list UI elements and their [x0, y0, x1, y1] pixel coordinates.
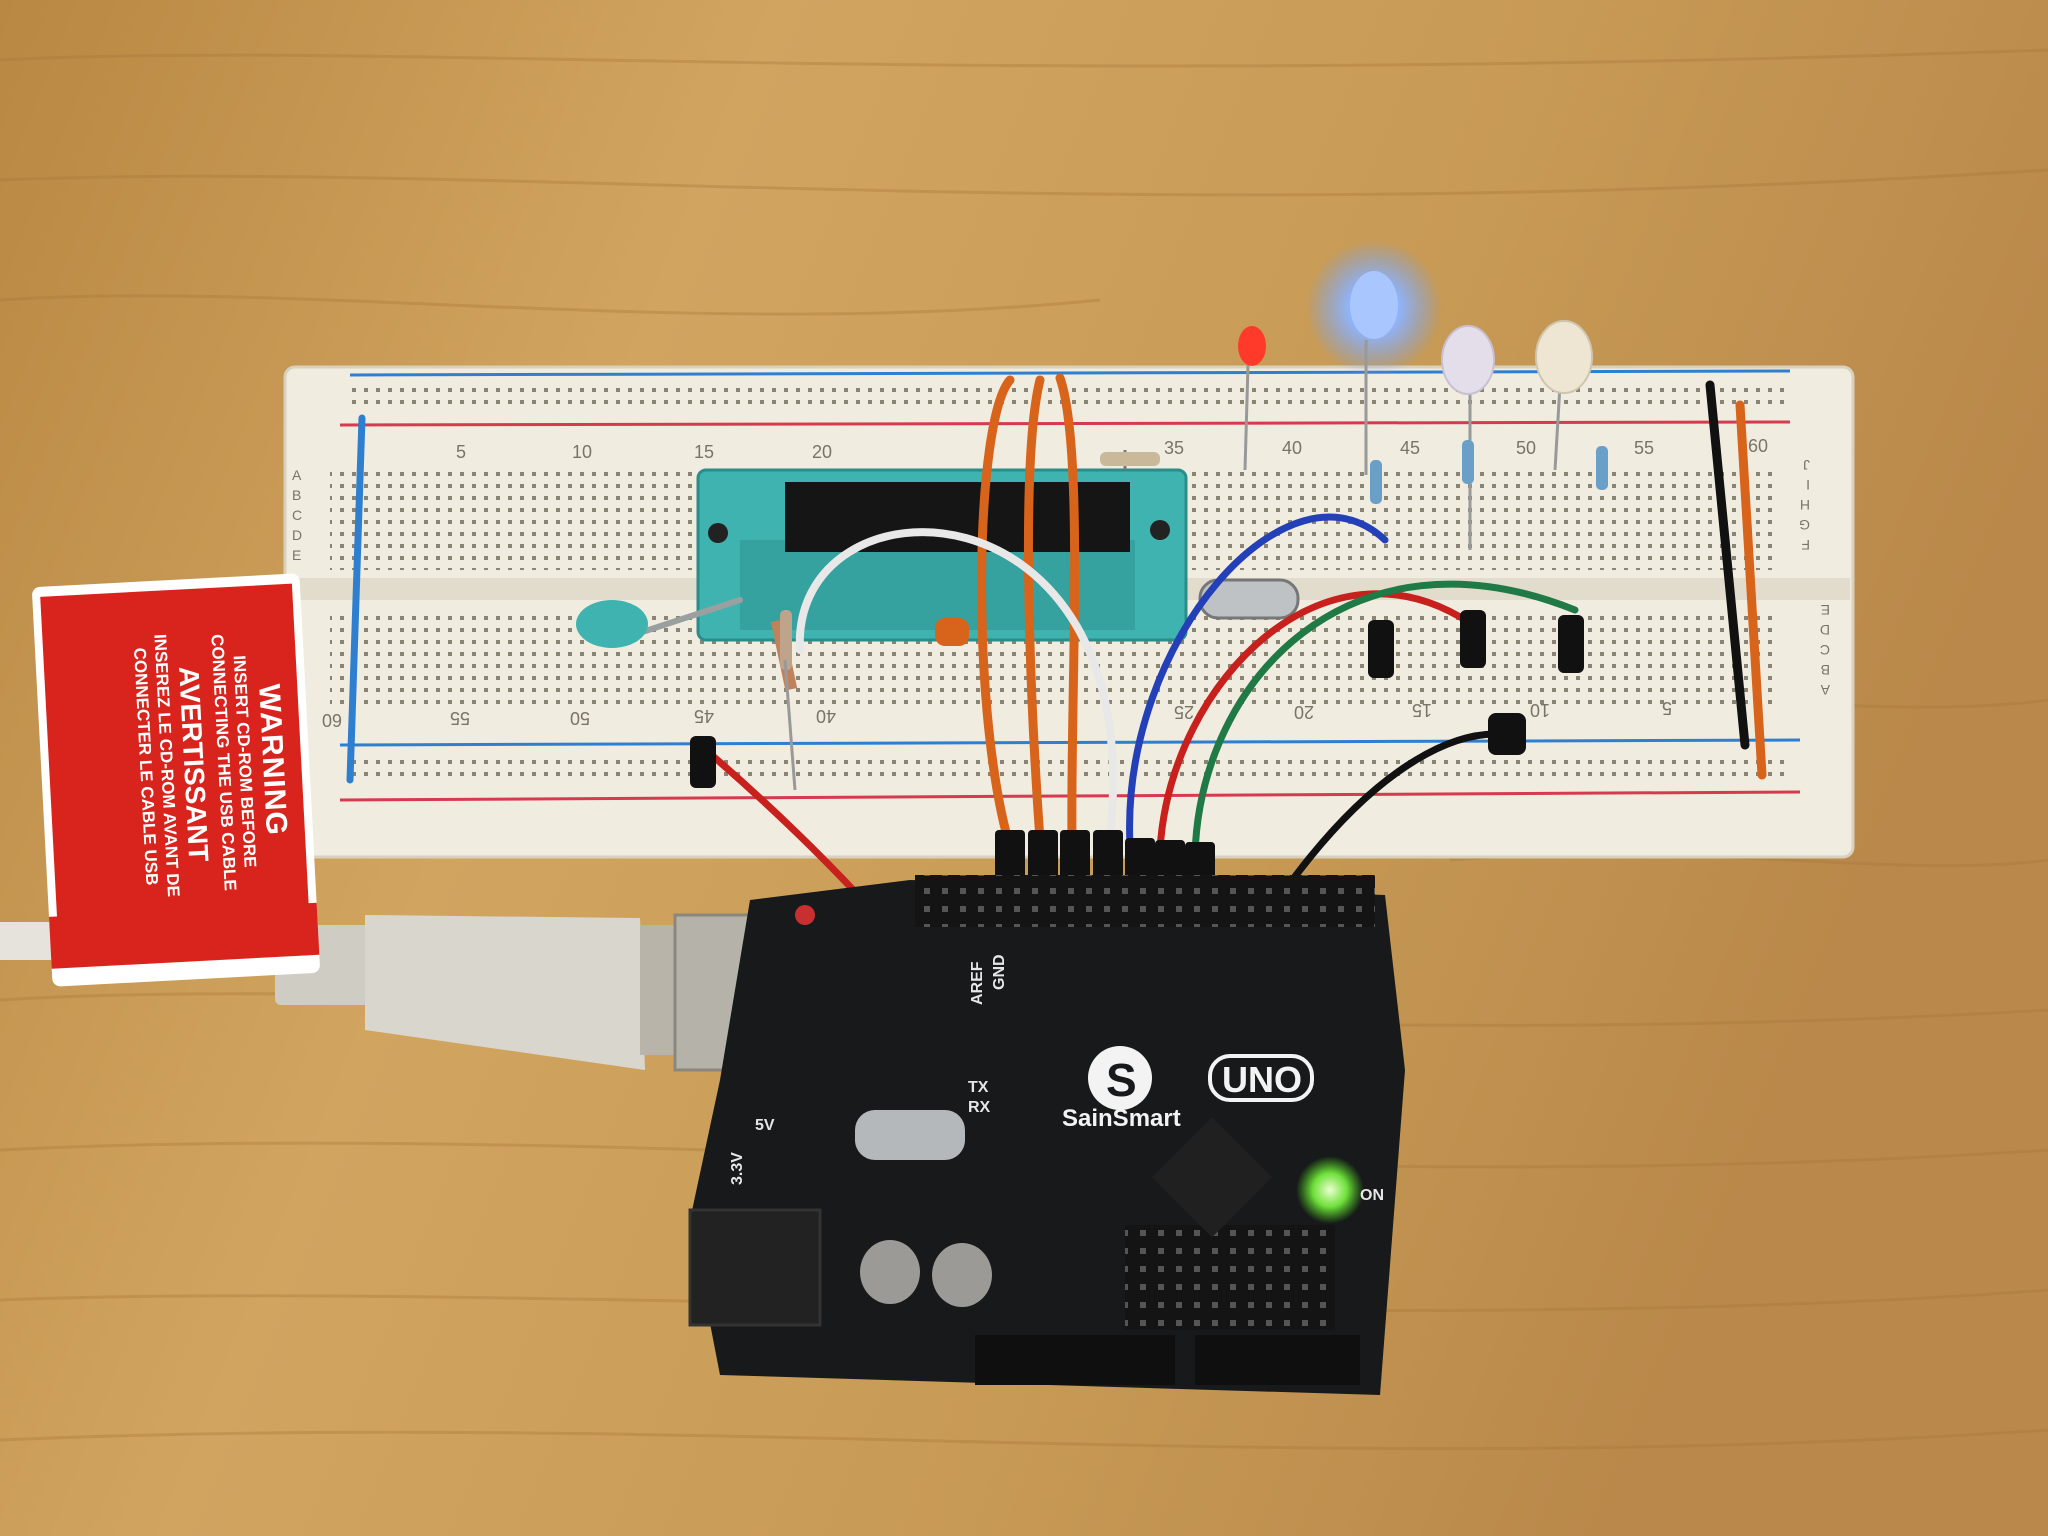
- crystal: [1198, 578, 1300, 620]
- bb-num-bottom-9: 5: [1662, 698, 1672, 718]
- led-blue-lit: [1306, 240, 1442, 475]
- warning-tag-red: WARNING INSERT CD-ROM BEFORE CONNECTING …: [40, 583, 311, 947]
- resistor-3: [1596, 446, 1608, 490]
- wire-orange-3: [1055, 373, 1080, 845]
- warning-tag: WARNING INSERT CD-ROM BEFORE CONNECTING …: [31, 573, 321, 987]
- ceramic-capacitor: [935, 618, 969, 646]
- led-white-2: [1535, 320, 1593, 471]
- tx-label: TX: [968, 1079, 989, 1096]
- bb-num-top-7: 50: [1516, 438, 1536, 458]
- bb-num-bottom-1: 55: [450, 708, 470, 728]
- power-led-green: [1296, 1156, 1364, 1224]
- wire-green: [1191, 580, 1579, 859]
- rx-label: RX: [968, 1099, 991, 1116]
- bb-num-bottom-2: 50: [570, 708, 590, 728]
- bb-bottom-letter-3: B: [1821, 662, 1830, 678]
- arduino-uno-board: [688, 875, 1405, 1395]
- bb-num-bottom-4: 40: [816, 706, 836, 726]
- bb-bottom-letter-1: D: [1820, 622, 1830, 638]
- wire-blue: [1126, 513, 1389, 849]
- v33-label: 3.3V: [729, 1152, 746, 1185]
- bb-bottom-letter-4: A: [1820, 682, 1830, 698]
- on-label: ON: [1360, 1187, 1384, 1204]
- resistor-top-1: [1100, 452, 1160, 466]
- resistor-2: [1462, 440, 1474, 484]
- resistor-4: [780, 610, 792, 670]
- bb-bottom-letter-0: E: [1821, 602, 1830, 618]
- wire-orange-1: [977, 375, 1015, 845]
- bb-num-bottom-6: 20: [1294, 702, 1314, 722]
- bb-num-top-5: 40: [1282, 438, 1302, 458]
- bb-num-top-9: 60: [1748, 436, 1768, 456]
- gnd-label: GND: [991, 954, 1008, 990]
- bb-num-top-8: 55: [1634, 438, 1654, 458]
- bb-row-letter-3: D: [292, 527, 302, 543]
- bb-num-bottom-0: 60: [322, 710, 342, 730]
- orange-power-jumper: [1735, 400, 1767, 780]
- bb-right-letter-2: H: [1800, 497, 1810, 513]
- bb-num-bottom-7: 15: [1412, 700, 1432, 720]
- bb-num-top-2: 15: [694, 442, 714, 462]
- bb-row-letter-2: C: [292, 507, 302, 523]
- sainsmart-logo-circle: [1088, 1046, 1152, 1110]
- arduino-brand: SainSmart: [1062, 1105, 1181, 1132]
- wire-white: [795, 528, 1117, 839]
- black-power-jumper: [1705, 380, 1750, 750]
- bb-right-letter-1: I: [1806, 477, 1810, 493]
- resistor-1: [1370, 460, 1382, 504]
- bb-row-letter-4: E: [292, 547, 301, 563]
- bb-num-top-3: 20: [812, 442, 832, 462]
- bb-right-letter-4: F: [1801, 537, 1810, 553]
- bb-num-top-1: 10: [572, 442, 592, 462]
- zif-lever-knob[interactable]: [576, 600, 648, 648]
- bb-num-bottom-8: 10: [1530, 700, 1550, 720]
- bb-right-letter-0: J: [1803, 457, 1810, 473]
- wire-red-led: [1156, 590, 1484, 854]
- v5-label: 5V: [755, 1117, 775, 1134]
- aref-label: AREF: [969, 961, 986, 1005]
- led-red: [1238, 326, 1266, 471]
- bb-num-top-6: 45: [1400, 438, 1420, 458]
- bb-num-bottom-5: 25: [1174, 702, 1194, 722]
- bb-num-top-4: 35: [1164, 438, 1184, 458]
- bb-bottom-letter-2: C: [1820, 642, 1830, 658]
- sainsmart-logo-letter: S: [1106, 1054, 1137, 1106]
- blue-power-jumper: [346, 414, 366, 784]
- bb-num-bottom-3: 45: [694, 706, 714, 726]
- bb-row-letter-1: B: [292, 487, 301, 503]
- arduino-model: UNO: [1222, 1059, 1302, 1100]
- bb-right-letter-3: G: [1799, 517, 1810, 533]
- wire-orange-2: [1023, 375, 1045, 845]
- bb-num-top-0: 5: [456, 442, 466, 462]
- bb-row-letter-0: A: [292, 467, 302, 483]
